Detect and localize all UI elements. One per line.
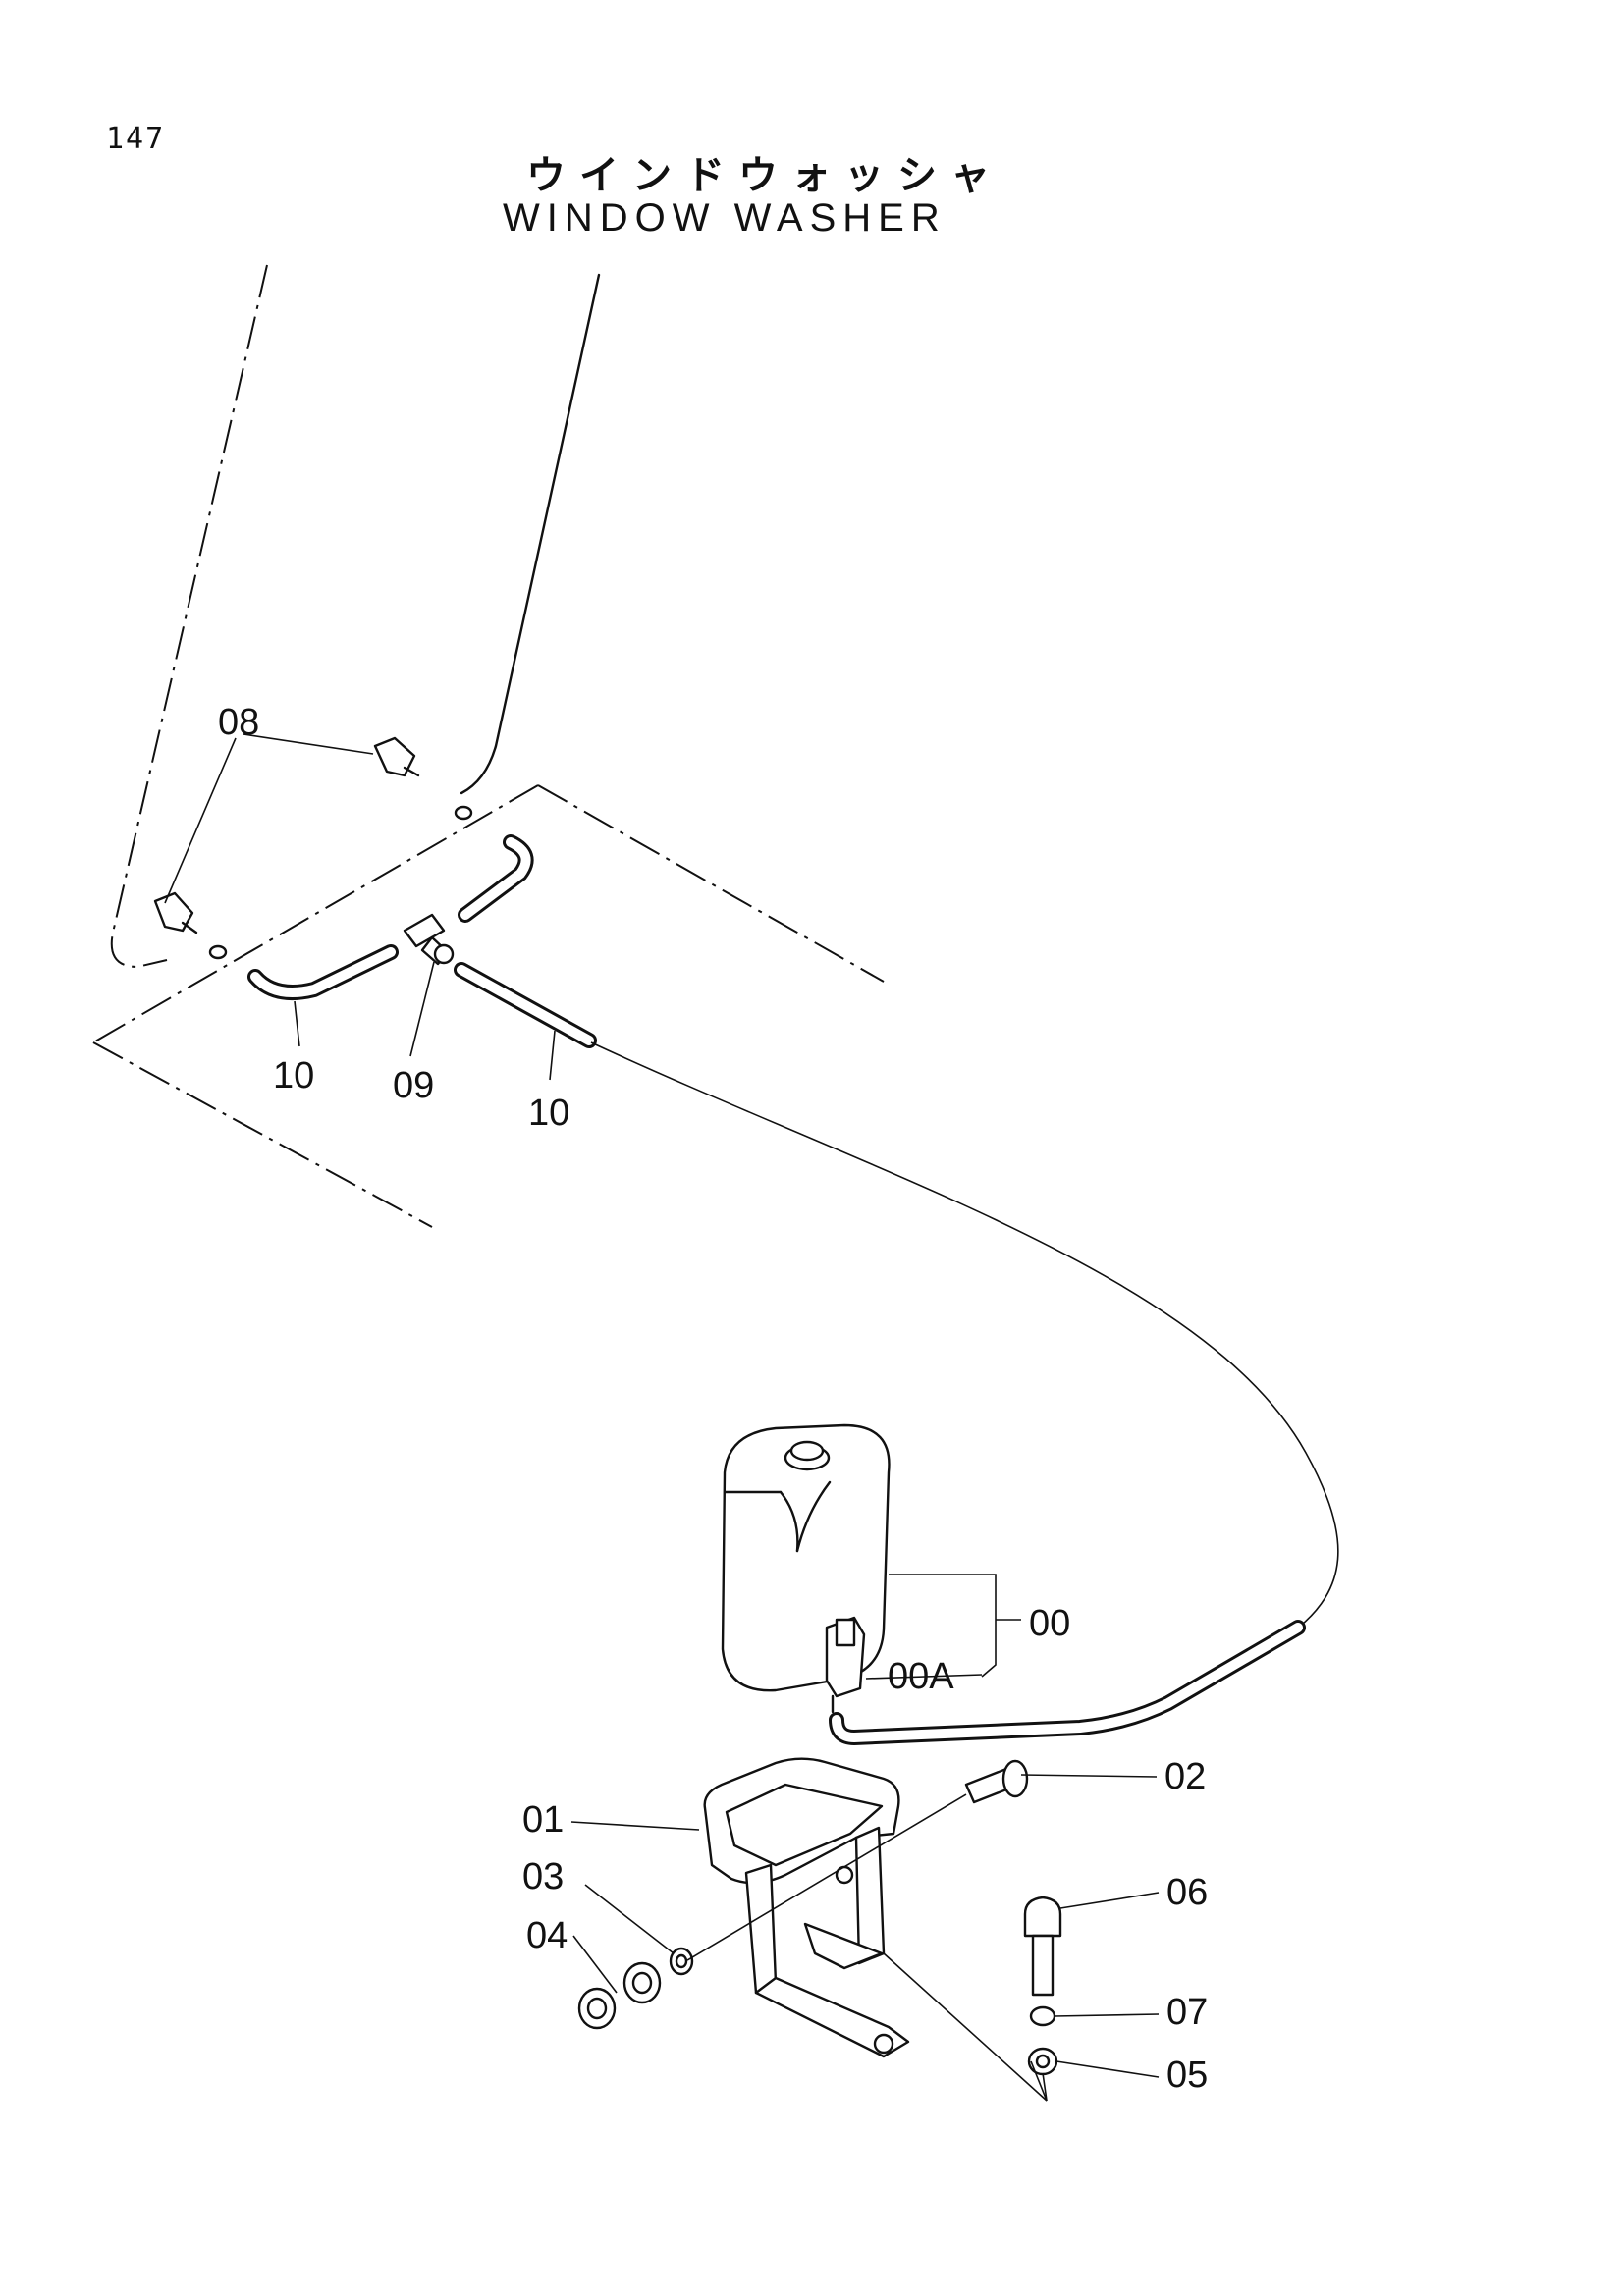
hose-right-straight bbox=[454, 962, 597, 1048]
bolt-02 bbox=[964, 1759, 1029, 1804]
lock-washer-03 bbox=[669, 1947, 694, 1976]
callout-02: 02 bbox=[1164, 1756, 1206, 1797]
lock-washer-07 bbox=[1029, 2005, 1056, 2027]
page-number: 147 bbox=[106, 122, 166, 156]
title-japanese: ウインドウォッシャ bbox=[526, 153, 1003, 198]
callout-00: 00 bbox=[1029, 1603, 1070, 1644]
nut-04-a bbox=[622, 1961, 662, 2004]
nut-04-b bbox=[577, 1987, 617, 2030]
callout-labels: 08 10 09 10 00 00A 01 02 03 04 06 07 05 bbox=[218, 702, 1208, 2096]
callout-01: 01 bbox=[522, 1799, 564, 1841]
tank-bracket bbox=[703, 1757, 910, 2058]
callout-10-left: 10 bbox=[273, 1055, 314, 1096]
hose-upper-short bbox=[458, 834, 534, 923]
callout-07: 07 bbox=[1166, 1992, 1208, 2033]
callout-05: 05 bbox=[1166, 2055, 1208, 2096]
washer-nozzle-upper bbox=[373, 736, 473, 821]
window-glass-outline bbox=[110, 264, 601, 969]
cab-phantom-lines bbox=[92, 784, 885, 1228]
washer-pump bbox=[825, 1616, 866, 1714]
hose-left-bent bbox=[247, 944, 399, 1000]
bolt-06 bbox=[1023, 1896, 1062, 1997]
callout-06: 06 bbox=[1166, 1872, 1208, 1913]
leader-lines bbox=[164, 733, 1160, 2102]
callout-03: 03 bbox=[522, 1856, 564, 1897]
tank-brackets-callout bbox=[865, 1574, 1021, 1680]
callout-08: 08 bbox=[218, 702, 259, 743]
washer-tank bbox=[721, 1423, 891, 1692]
tee-joint bbox=[403, 913, 455, 966]
callout-04: 04 bbox=[526, 1915, 568, 1956]
title-english: WINDOW WASHER bbox=[503, 196, 947, 240]
callout-00a: 00A bbox=[888, 1656, 954, 1697]
callout-10-right: 10 bbox=[528, 1093, 569, 1134]
callout-09: 09 bbox=[393, 1065, 434, 1106]
supply-line bbox=[590, 1041, 1339, 1746]
nut-05 bbox=[1027, 2047, 1058, 2076]
